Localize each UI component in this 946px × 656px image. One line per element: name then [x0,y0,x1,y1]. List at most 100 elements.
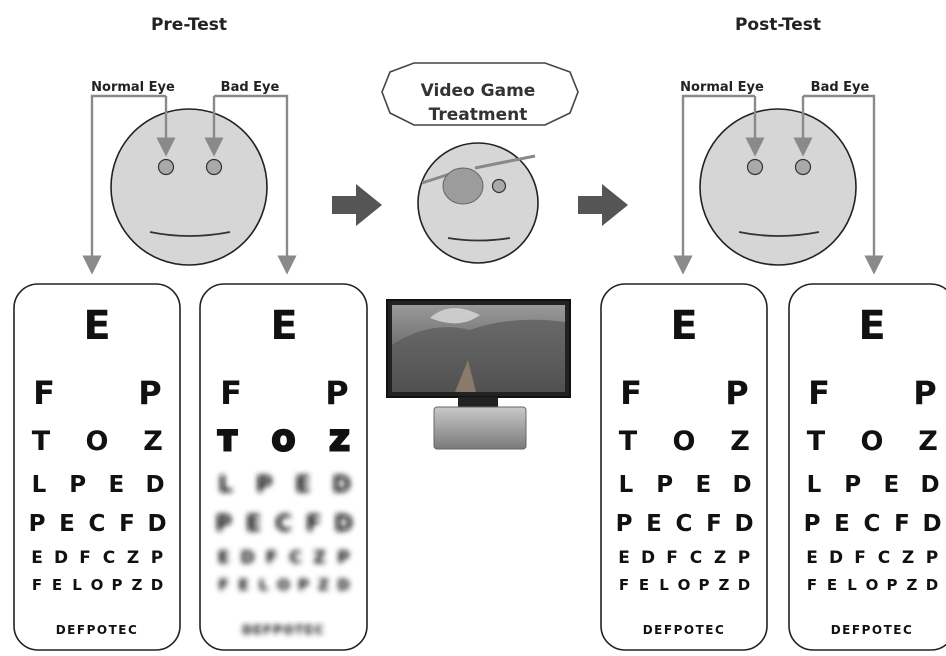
chart-letter: Z [127,548,139,568]
post-test-leader-lines [673,94,884,275]
treatment-line-1: Video Game [421,81,536,101]
chart-letter: E [31,548,43,568]
chart-letter: Z [918,426,938,457]
chart-letter: E [646,511,662,537]
chart-letter: E [618,548,630,568]
tv-icon [386,299,571,450]
right-arrow-icon [578,184,628,226]
chart-letter: E [883,472,899,498]
pre-bad-eye-label: Bad Eye [221,80,280,95]
chart-letter: L [72,576,82,594]
chart-letter: Z [143,426,163,457]
chart-letter: P [656,472,673,498]
chart-letter: C [676,511,693,537]
chart-letter: O [86,426,109,457]
chart-letter: D [738,576,750,594]
chart-letter: P [29,511,46,537]
right-arrow-icon [332,184,382,226]
chart-letter: P [337,548,349,568]
post-test-face [699,108,857,266]
bad-eye-to-chart-arrow [214,94,297,275]
face-circle [417,142,539,264]
chart-letter: Z [313,548,325,568]
chart-row-2-right: P [325,374,348,412]
eye-chart-card [788,283,946,651]
chart-letter: Z [730,426,750,457]
pre-normal-eye-label: Normal Eye [91,80,175,95]
normal-eye-to-chart-arrow [673,94,755,275]
chart-letter: E [834,511,850,537]
bad-eye-pupil [794,158,812,176]
chart-letter: E [827,576,837,594]
chart-letter: C [690,548,702,568]
chart-letter: Z [907,576,918,594]
chart-letter: C [275,511,292,537]
chart-letter: D [922,511,941,537]
chart-letter: F [218,576,228,594]
chart-letter: Z [714,548,726,568]
chart-letter: O [91,576,104,594]
face-circle [699,108,857,266]
chart-letter: L [259,576,269,594]
chart-letter: P [844,472,861,498]
chart-letter: D [147,511,166,537]
chart-letter: P [887,576,898,594]
chart-letter: L [619,472,634,498]
chart-letter-row: DEFPOTEC [242,623,325,637]
chart-letter: C [864,511,881,537]
chart-row-2-left: F [33,374,55,412]
chart-letter: D [151,576,163,594]
eye-patch-strap [474,154,536,170]
chart-row-2-left: F [220,374,242,412]
chart-letter: P [298,576,309,594]
chart-letter: E [59,511,75,537]
chart-letter: D [641,548,655,568]
chart-letter: O [678,576,691,594]
normal-eye-pupil [157,158,175,176]
eye-chart-card [600,283,768,651]
chart-letter: O [866,576,879,594]
normal-eye-to-chart-arrow [82,94,166,275]
chart-letter: P [926,548,938,568]
chart-letter: C [878,548,890,568]
bad-eye-pupil [491,178,507,194]
chart-letter: D [54,548,68,568]
post-bad-eye-label: Bad Eye [811,80,870,95]
chart-letter: C [89,511,106,537]
eye-chart-card [199,283,368,651]
chart-letter: P [256,472,273,498]
chart-row-8: DEFPOTEC [831,623,914,637]
chart-letter-row: DEFPOTEC [56,623,139,637]
chart-letter: L [218,472,233,498]
chart-letter: D [734,511,753,537]
chart-row-1: E [83,303,110,349]
post-test-header: Post-Test [735,15,821,35]
pre-test-face [110,108,268,266]
chart-letter: O [673,426,696,457]
mouth [738,231,820,237]
chart-letter: O [861,426,884,457]
chart-letter: L [847,576,857,594]
chart-letter: C [289,548,301,568]
chart-letter-row: DEFPOTEC [831,623,914,637]
chart-letter: F [306,511,322,537]
chart-letter: Z [330,426,350,457]
pre-test-leader-lines [82,94,297,275]
chart-letter: D [926,576,938,594]
chart-letter: F [119,511,135,537]
chart-letter: E [108,472,124,498]
